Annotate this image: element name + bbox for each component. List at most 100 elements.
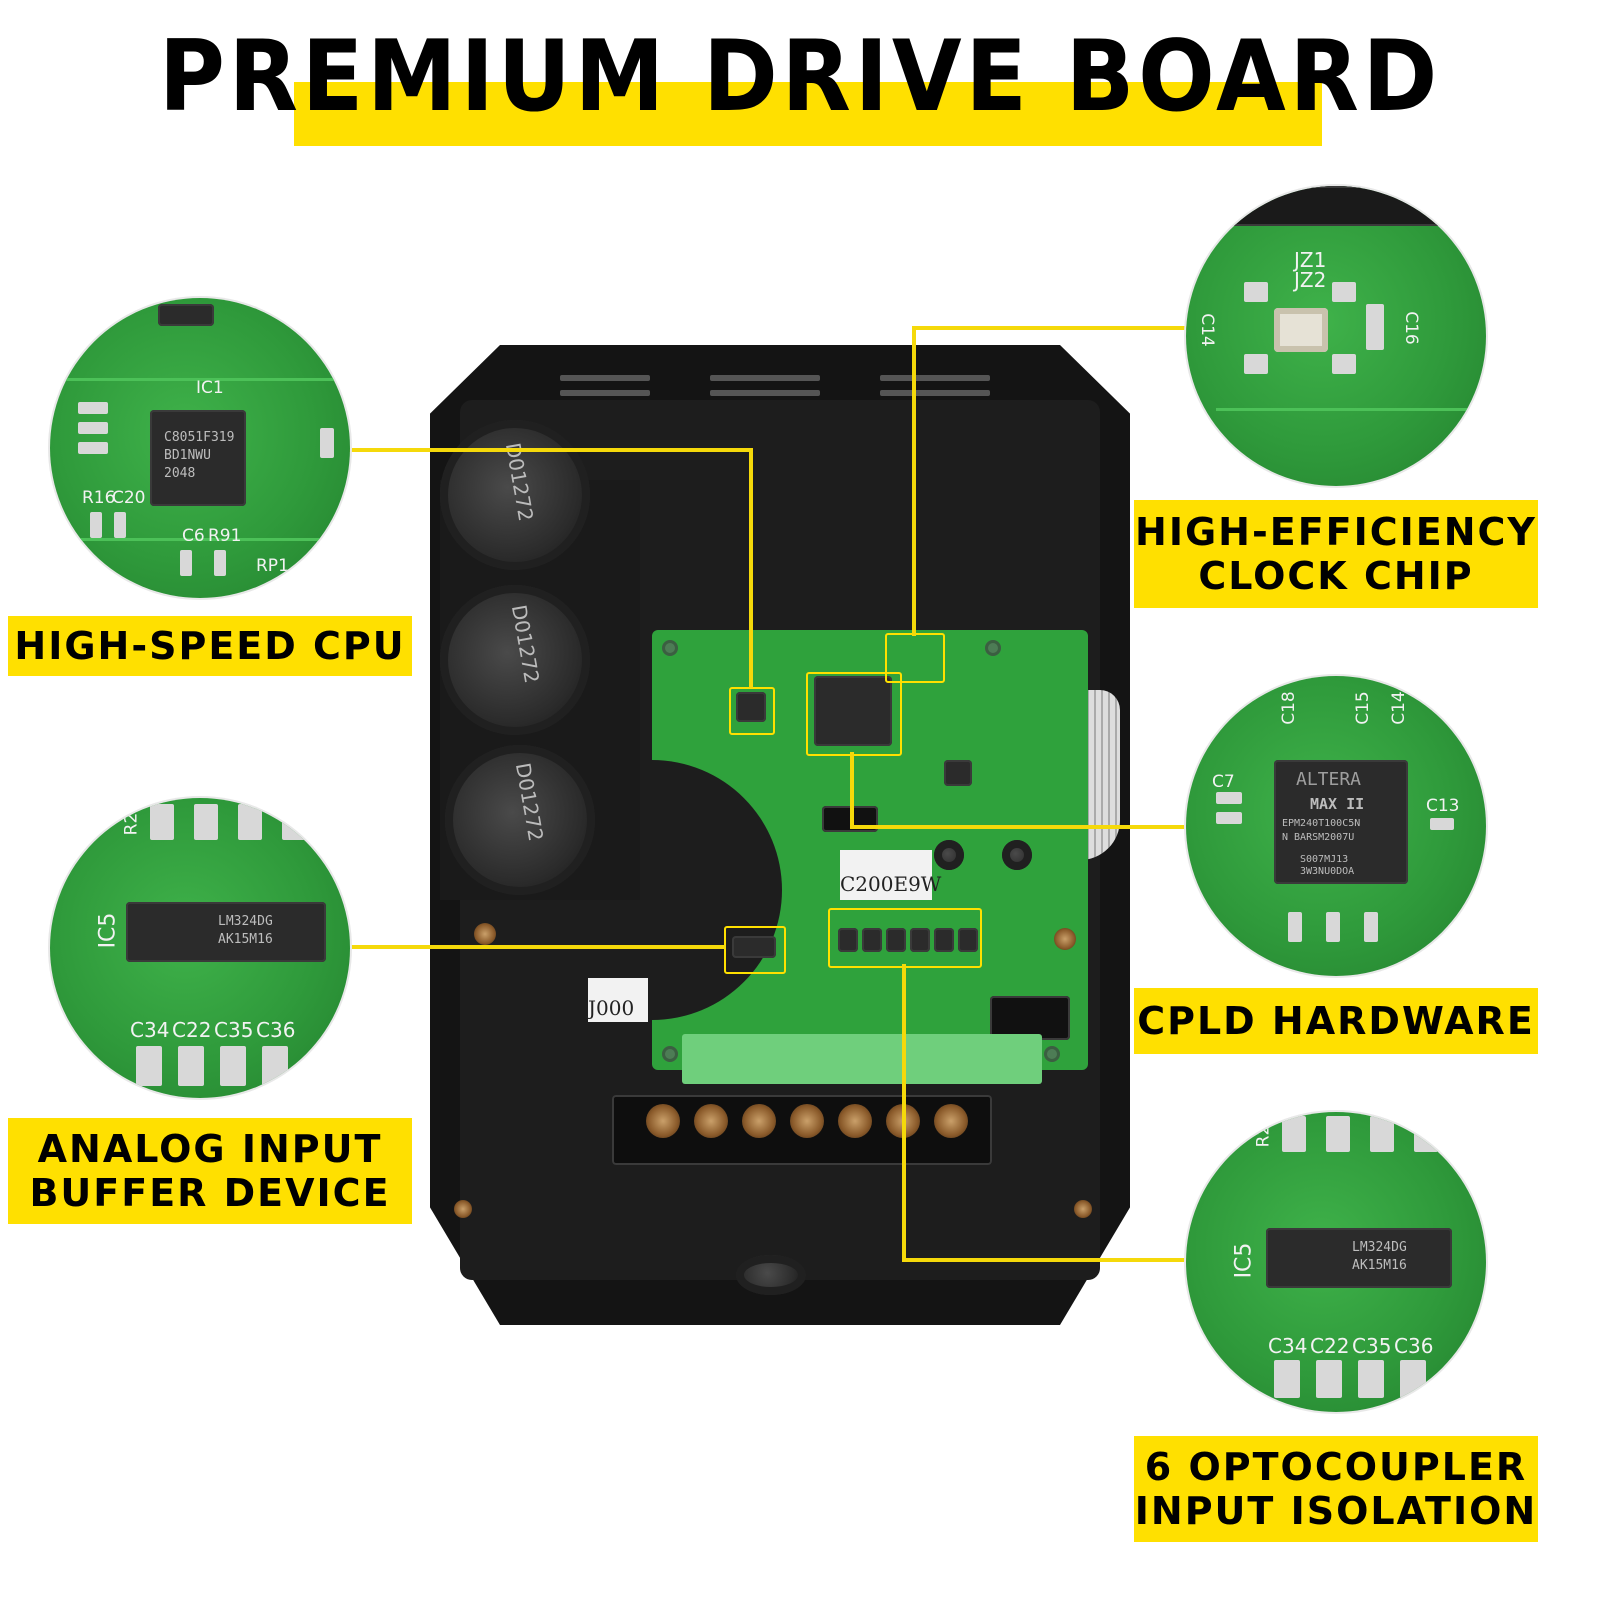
rj-connector	[990, 996, 1070, 1040]
cpu-zoom-circle: C8051F319 BD1NWU 2048 IC1 R16 C20 C6 R91…	[50, 298, 350, 598]
smd-pad	[1216, 792, 1242, 804]
opamp-chip: LM324DG AK15M16	[1266, 1228, 1452, 1288]
silkscreen-label: IC5	[95, 912, 121, 949]
vent-slot	[560, 390, 650, 396]
chip-marking: 2048	[164, 466, 196, 481]
label-analog: ANALOG INPUT BUFFER DEVICE	[8, 1118, 412, 1224]
crystal-pad	[1332, 282, 1356, 302]
small-capacitor	[934, 840, 964, 870]
smd-pad	[320, 428, 334, 458]
silkscreen-label: C15	[1352, 691, 1373, 725]
vent-slot	[880, 390, 990, 396]
smd-pad	[90, 512, 102, 538]
cpld-zoom-circle: C18 C15 C14 ALTERA MAX II EPM240T100C5N …	[1186, 676, 1486, 976]
terminal-block	[682, 1034, 1042, 1084]
silkscreen-label: C34	[130, 1018, 170, 1042]
board-sticker: C200E9W	[840, 850, 941, 900]
smd-pad	[1430, 818, 1454, 830]
smd-pad	[136, 1046, 162, 1086]
capacitor-top	[440, 420, 590, 570]
label-opto-line2: INPUT ISOLATION	[1134, 1489, 1538, 1533]
smd-pad	[180, 550, 192, 576]
title-highlight-bar	[294, 82, 1322, 146]
silkscreen-label: C34	[1268, 1334, 1308, 1358]
analog-zoom-circle: R2 LM324DG AK15M16 IC5 C34 C22 C35 C36	[50, 798, 350, 1098]
cpld-chip-small	[814, 676, 892, 746]
clock-crystal	[1274, 308, 1328, 352]
smd-pad	[150, 804, 174, 840]
chip-marking: LM324DG	[218, 914, 273, 929]
silkscreen-label: IC5	[1231, 1242, 1257, 1279]
board-screw	[662, 640, 678, 656]
label-clock-line1: HIGH-EFFICIENCY	[1135, 510, 1537, 554]
label-opto-line1: 6 OPTOCOUPLER	[1144, 1445, 1528, 1489]
board-screw	[1044, 1046, 1060, 1062]
smd-pad	[178, 1046, 204, 1086]
callout-line-opto	[902, 1258, 1192, 1262]
crystal-pad	[1244, 282, 1268, 302]
silkscreen-label: JZ2	[1294, 268, 1327, 292]
chip-marking: 3W3NU0DOA	[1300, 866, 1355, 877]
label-analog-line1: ANALOG INPUT	[37, 1127, 383, 1171]
smd-pad	[1316, 1360, 1342, 1398]
callout-line-clock	[912, 326, 1192, 330]
chip-marking: C8051F319	[164, 430, 235, 445]
board-screw	[662, 1046, 678, 1062]
label-analog-line2: BUFFER DEVICE	[29, 1171, 391, 1215]
cpu-chip-small	[736, 692, 766, 722]
optocoupler-chip	[958, 928, 978, 952]
smd-pad	[214, 550, 226, 576]
silkscreen-label: R16	[82, 488, 116, 508]
smd-pad	[1326, 1116, 1350, 1152]
silkscreen-label: C14	[1196, 313, 1217, 347]
chip-marking: LM324DG	[1352, 1240, 1407, 1255]
silkscreen-label: C22	[1310, 1334, 1350, 1358]
silkscreen-label: C22	[172, 1018, 212, 1042]
smd-pad	[1366, 304, 1384, 350]
chip-marking: N BARSM2007U	[1282, 832, 1355, 843]
callout-line-cpld	[850, 752, 854, 828]
smd-pad	[1282, 1116, 1306, 1152]
callout-line-cpu	[749, 448, 753, 688]
vent-slot	[560, 375, 650, 381]
chip-marking: AK15M16	[1352, 1258, 1407, 1273]
optocoupler-chip	[934, 928, 954, 952]
opamp-chip-small	[732, 936, 776, 958]
smd-pad	[1400, 1360, 1426, 1398]
opamp-chip: LM324DG AK15M16	[126, 902, 326, 962]
board-screw	[985, 640, 1001, 656]
crystal-pad	[1244, 354, 1268, 374]
page-title: PREMIUM DRIVE BOARD	[158, 20, 1442, 134]
callout-line-clock	[912, 326, 916, 636]
smd-pad	[262, 1046, 288, 1086]
power-terminal-screw	[646, 1104, 680, 1138]
chip-marking: S007MJ13	[1300, 854, 1349, 865]
smd-pad	[1288, 912, 1302, 942]
callout-line-cpu	[345, 448, 753, 452]
relay-sticker: J000	[588, 978, 648, 1022]
clock-zoom-circle: JZ1 JZ2 C14 C16	[1186, 186, 1486, 486]
silkscreen-label: C18	[1278, 691, 1299, 725]
smd-pad	[1358, 1360, 1384, 1398]
pcb-trace	[1216, 408, 1486, 411]
top-chip	[158, 304, 214, 326]
vent-slot	[710, 390, 820, 396]
cpu-highlight-box	[729, 687, 775, 735]
optocoupler-chip	[910, 928, 930, 952]
callout-line-cpld	[850, 825, 1190, 829]
smd-pad	[78, 402, 108, 414]
power-terminal-screw	[742, 1104, 776, 1138]
label-cpu-text: HIGH-SPEED CPU	[14, 624, 406, 668]
capacitor-middle	[440, 585, 590, 735]
chip-marking: AK15M16	[218, 932, 273, 947]
smd-pad	[282, 804, 306, 840]
analog-highlight-box	[724, 926, 786, 974]
callout-line-opto	[902, 964, 906, 1260]
power-terminal-screw	[790, 1104, 824, 1138]
cpld-chip: ALTERA MAX II EPM240T100C5N N BARSM2007U…	[1274, 760, 1408, 884]
label-clock: HIGH-EFFICIENCY CLOCK CHIP	[1134, 500, 1538, 608]
silkscreen-label: RP1	[256, 556, 289, 576]
opto-zoom-circle: R2 LM324DG AK15M16 IC5 C34 C22 C35 C36	[1186, 1112, 1486, 1412]
silkscreen-label: C6	[182, 526, 205, 546]
pcb-trace	[50, 378, 350, 381]
